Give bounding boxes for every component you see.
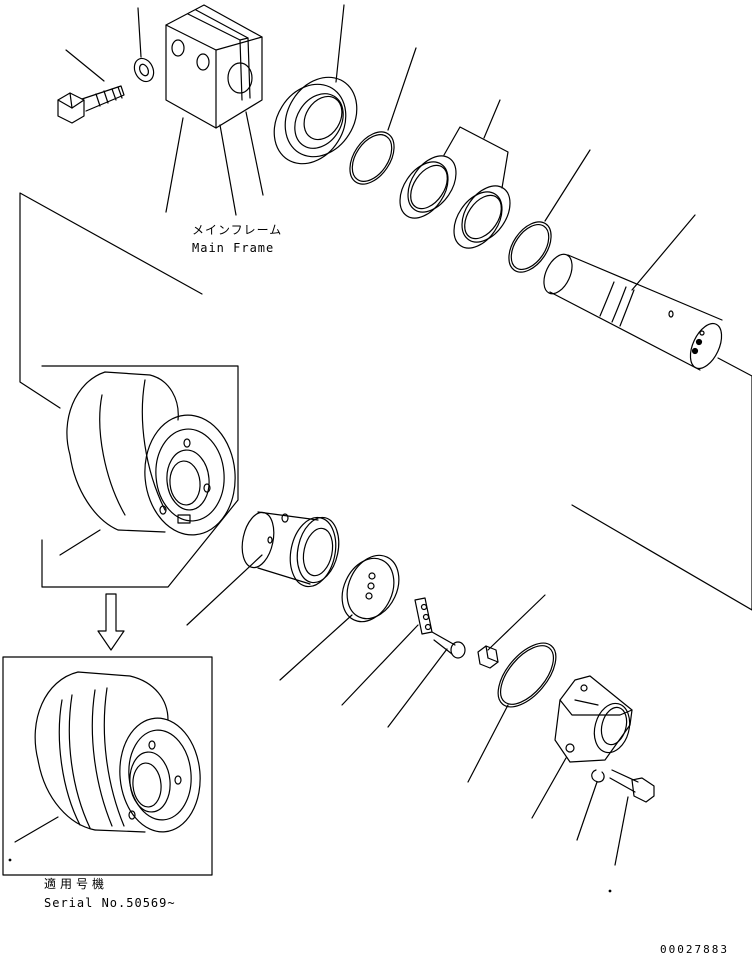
roller-assembly-lower	[3, 657, 212, 875]
small-bolt	[478, 595, 545, 668]
main-frame-block	[166, 5, 263, 215]
o-ring-2	[500, 150, 590, 280]
serial-label-jp: 適用号機	[44, 877, 109, 891]
bushing-part	[187, 509, 344, 625]
flange-cover	[532, 676, 635, 818]
washer-part-top	[131, 8, 157, 85]
assembly-lines	[20, 193, 752, 610]
main-frame-label-jp: メインフレーム	[192, 223, 283, 237]
floating-seal-ring	[260, 5, 371, 177]
serial-label-en: Serial No.50569~	[44, 896, 176, 910]
o-ring-3	[468, 633, 567, 782]
roller-assembly-upper	[42, 366, 240, 587]
shaft-part	[538, 215, 728, 373]
down-arrow	[98, 594, 124, 650]
lock-plate-and-bolt	[342, 598, 465, 727]
main-frame-label-en: Main Frame	[192, 241, 275, 255]
cover-plate	[280, 547, 409, 680]
o-ring-1	[341, 48, 416, 192]
seal-pair	[390, 100, 520, 257]
bolt-part-top	[58, 50, 124, 123]
document-number: 00027883	[660, 943, 729, 956]
lock-washer-and-bolt	[577, 770, 654, 892]
